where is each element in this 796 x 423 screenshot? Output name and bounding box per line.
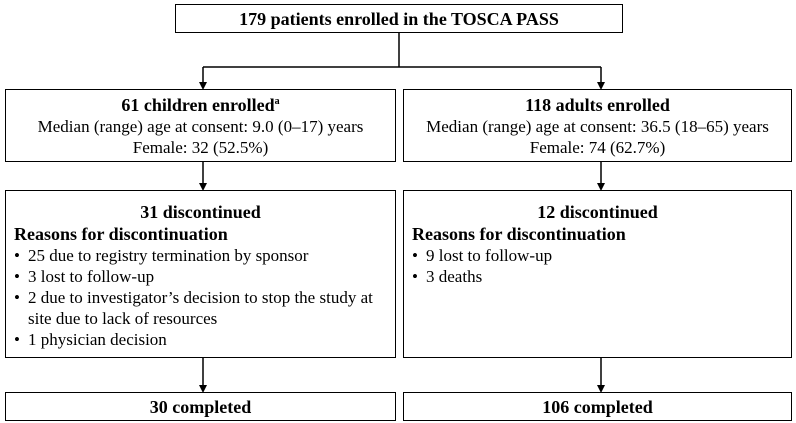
children-female: Female: 32 (52.5%)	[132, 138, 269, 157]
adults-age: Median (range) age at consent: 36.5 (18–…	[426, 117, 769, 136]
list-item: 1 physician decision	[12, 329, 389, 350]
list-item: 2 due to investigator’s decision to stop…	[12, 287, 389, 329]
enrolled-total-title: 179 patients enrolled in the TOSCA PASS	[239, 9, 559, 29]
adults-female: Female: 74 (62.7%)	[529, 138, 666, 157]
children-discontinued-title: 31 discontinued	[140, 202, 261, 222]
adults-enrolled-title: 118 adults enrolled	[525, 95, 670, 115]
adults-enrolled-box: 118 adults enrolled Median (range) age a…	[403, 89, 792, 162]
children-reasons-heading: Reasons for discontinuation	[14, 224, 228, 244]
adults-completed-label: 106 completed	[542, 397, 653, 417]
children-age: Median (range) age at consent: 9.0 (0–17…	[37, 117, 364, 136]
children-completed-label: 30 completed	[149, 397, 252, 417]
adults-discontinued-title: 12 discontinued	[537, 202, 658, 222]
children-enrolled-box: 61 children enrolleda Median (range) age…	[5, 89, 396, 162]
adults-completed-box: 106 completed	[403, 392, 792, 421]
children-completed-box: 30 completed	[5, 392, 396, 421]
adults-reasons-list: 9 lost to follow-up 3 deaths	[404, 245, 791, 287]
adults-reasons-heading: Reasons for discontinuation	[412, 224, 626, 244]
list-item: 3 lost to follow-up	[12, 266, 389, 287]
children-discontinued-box: 31 discontinued Reasons for discontinuat…	[5, 190, 396, 358]
children-enrolled-title: 61 children enrolleda	[6, 90, 395, 116]
list-item: 9 lost to follow-up	[410, 245, 785, 266]
children-reasons-list: 25 due to registry termination by sponso…	[6, 245, 395, 350]
footnote-mark: a	[274, 96, 280, 107]
children-enrolled-title-text: 61 children enrolled	[121, 95, 275, 115]
adults-discontinued-box: 12 discontinued Reasons for discontinuat…	[403, 190, 792, 358]
list-item: 25 due to registry termination by sponso…	[12, 245, 389, 266]
enrolled-total-box: 179 patients enrolled in the TOSCA PASS	[175, 4, 623, 33]
list-item: 3 deaths	[410, 266, 785, 287]
